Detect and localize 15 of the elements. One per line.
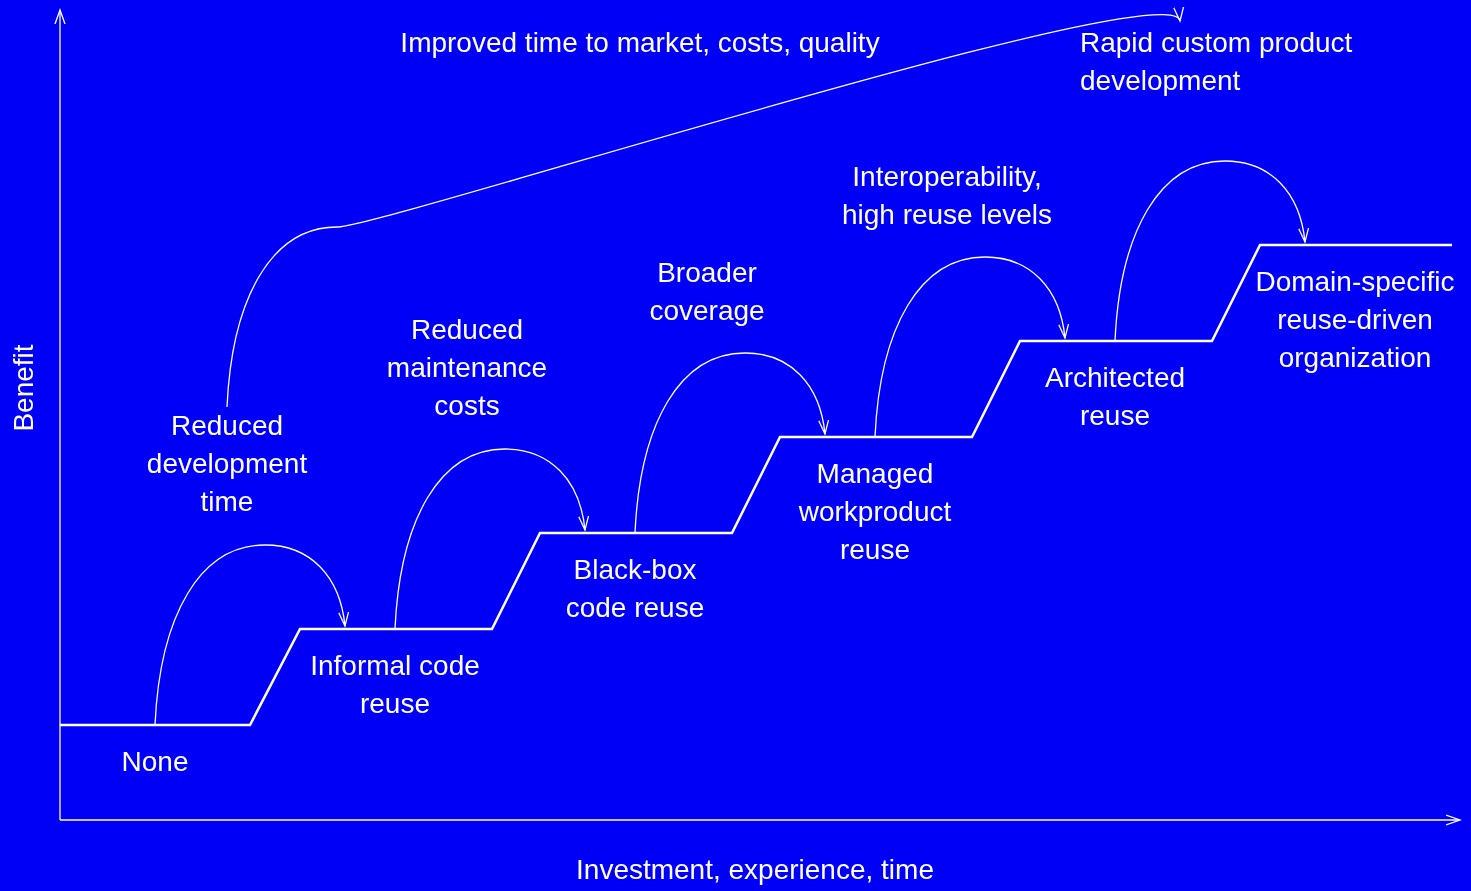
axis-label: Benefit xyxy=(7,344,40,432)
curved-arrow xyxy=(1114,160,1309,342)
stage-label: Domain-specific reuse-driven organization xyxy=(1245,245,1465,377)
benefit-label: Reduced development time xyxy=(137,407,317,521)
axis-label: Investment, experience, time xyxy=(576,853,934,887)
stage-label: Architected reuse xyxy=(1030,341,1200,435)
stage-label: Managed workproduct reuse xyxy=(790,437,960,569)
outcome-label: Rapid custom product development xyxy=(1080,24,1380,100)
stage-label: Black-box code reuse xyxy=(550,533,720,627)
stage-label: None xyxy=(70,725,240,781)
curved-arrow xyxy=(394,448,589,630)
stage-label: Informal code reuse xyxy=(310,629,480,723)
curved-arrow xyxy=(634,352,829,534)
curved-arrow xyxy=(874,256,1069,438)
curved-arrow xyxy=(154,544,349,726)
